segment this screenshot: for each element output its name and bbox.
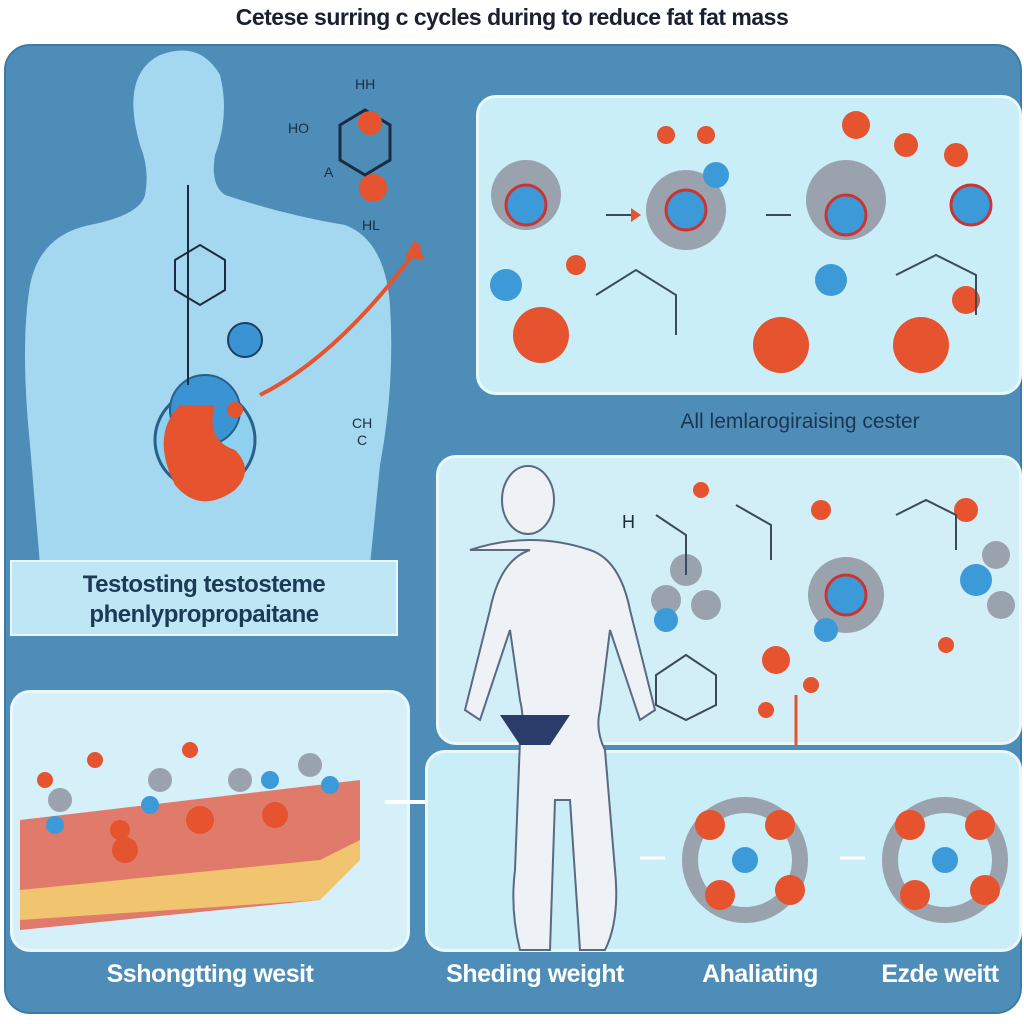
molecule-cluster-top	[490, 111, 993, 373]
label-ahaliating: Ahaliating	[702, 960, 818, 988]
chem-label-ch: CH	[352, 415, 373, 431]
compound-label-line1: Testosting testosteme	[82, 571, 326, 598]
label-sheding-weight: Sheding weight	[446, 960, 624, 988]
label-sshongtting-wesit: Sshongtting wesit	[106, 960, 314, 988]
chem-label-c: C	[357, 432, 368, 448]
diagram-title: Cetese surring c cycles during to reduce…	[235, 4, 789, 30]
compound-label-line2: phenlypropropaitane	[89, 601, 319, 628]
chem-label-hl: HL	[362, 217, 380, 233]
muscular-man-illustration	[463, 465, 657, 951]
torso-illustration	[25, 50, 425, 565]
chem-label-a: A	[324, 164, 334, 180]
fat-tissue-illustration	[20, 742, 360, 930]
ring-molecules	[640, 797, 1008, 923]
compound-label-box: Testosting testosteme phenlypropropaitan…	[10, 560, 398, 636]
chem-label-hh: HH	[355, 76, 376, 92]
label-ezde-weitt: Ezde weitt	[881, 960, 999, 988]
molecule-cluster-middle	[651, 482, 1015, 745]
top-panel-caption: All lemlarogiraising cester	[680, 410, 920, 433]
chem-label-h: H	[622, 512, 635, 532]
chem-label-ho: HO	[288, 120, 309, 136]
